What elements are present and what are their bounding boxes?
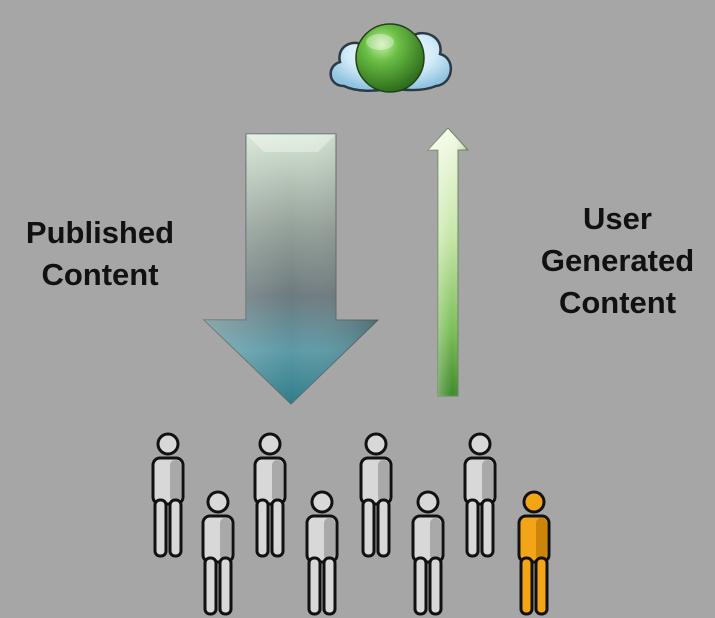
down-arrow-icon: [202, 133, 380, 405]
published-label-line1: Published: [25, 215, 175, 250]
up-arrow-icon: [426, 127, 470, 397]
user-generated-content-label: User Generated Content: [520, 198, 715, 324]
published-label-line2: Content: [41, 257, 159, 292]
person-icon: [201, 490, 235, 616]
person-icon: [151, 432, 185, 558]
cloud-globe-icon: [329, 23, 452, 93]
person-icon: [305, 490, 339, 616]
person-icon: [411, 490, 445, 616]
published-content-label: Published Content: [5, 212, 195, 296]
ugc-label-line1: User: [583, 201, 652, 236]
ugc-label-line2: Generated: [540, 243, 695, 278]
person-icon: [463, 432, 497, 558]
ugc-label-line3: Content: [558, 285, 677, 320]
person-icon: [253, 432, 287, 558]
person-icon-highlighted: [517, 490, 551, 616]
person-icon: [359, 432, 393, 558]
